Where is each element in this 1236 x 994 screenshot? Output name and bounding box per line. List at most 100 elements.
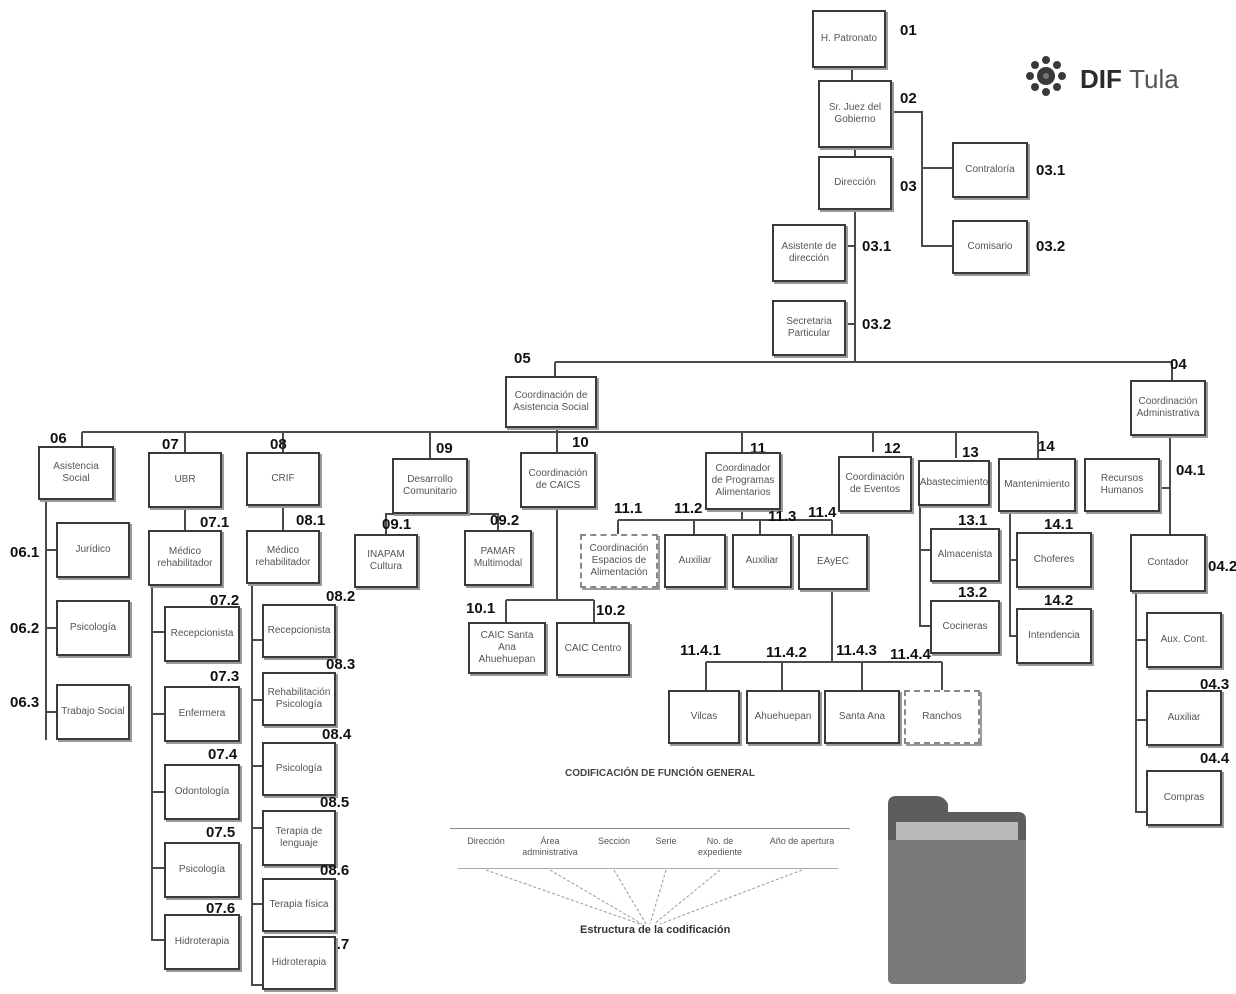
org-code-04-4: 04.4 — [1200, 750, 1230, 767]
org-node-14-2: Intendencia — [1016, 608, 1092, 664]
org-code-11-4-3: 11.4.3 — [836, 642, 877, 659]
org-node-11-4: EAyEC — [798, 534, 868, 590]
org-node-11-2: Auxiliar — [664, 534, 726, 588]
legend-underline — [458, 868, 838, 869]
org-code-08: 08 — [270, 436, 287, 453]
org-code-06: 06 — [50, 430, 67, 447]
org-node-07-1: Médico rehabilitador — [148, 530, 222, 586]
legend-column-6: Año de apertura — [769, 836, 835, 846]
logo-name-bold: DIF — [1080, 64, 1122, 94]
org-node-03-1b: Asistente de dirección — [772, 224, 846, 282]
org-code-08-5: 08.5 — [320, 794, 350, 811]
org-node-10-1: CAIC Santa Ana Ahuehuepan — [468, 622, 546, 674]
org-node-05: Coordinación de Asistencia Social — [505, 376, 597, 428]
org-code-04-3: 04.3 — [1200, 676, 1230, 693]
org-code-14-1: 14.1 — [1044, 516, 1074, 533]
org-code-07-5: 07.5 — [206, 824, 236, 841]
org-node-07-3: Enfermera — [164, 686, 240, 742]
org-node-07: UBR — [148, 452, 222, 508]
logo-name: DIF Tula — [1080, 64, 1179, 95]
org-node-13-1: Almacenista — [930, 528, 1000, 582]
org-node-07-2: Recepcionista — [164, 606, 240, 662]
org-code-09: 09 — [436, 440, 453, 457]
org-code-08-3: 08.3 — [326, 656, 356, 673]
org-code-12: 12 — [884, 440, 901, 457]
org-code-14: 14 — [1038, 438, 1055, 455]
org-code-11-4-1: 11.4.1 — [680, 642, 721, 659]
org-node-10: Coordinación de CAICS — [520, 452, 596, 508]
org-code-06-3: 06.3 — [10, 694, 40, 711]
org-code-13: 13 — [962, 444, 979, 461]
org-node-08-6: Terapia física — [262, 878, 336, 932]
org-code-02: 02 — [900, 90, 917, 107]
org-code-04: 04 — [1170, 356, 1187, 373]
org-node-04: Coordinación Administrativa — [1130, 380, 1206, 436]
org-node-03-1: Contraloría — [952, 142, 1028, 198]
org-node-11-4-3: Santa Ana — [824, 690, 900, 744]
org-code-13-1: 13.1 — [958, 512, 988, 529]
org-code-08-4: 08.4 — [322, 726, 352, 743]
org-node-02: Sr. Juez del Gobierno — [818, 80, 892, 148]
org-code-04-1: 04.1 — [1176, 462, 1206, 479]
org-code-07-3: 07.3 — [210, 668, 240, 685]
org-node-14-1: Choferes — [1016, 532, 1092, 588]
legend-column-3: Sección — [597, 836, 631, 846]
org-code-11-4-2: 11.4.2 — [766, 644, 807, 661]
org-node-13-2: Cocineras — [930, 600, 1000, 654]
org-code-08-2: 08.2 — [326, 588, 356, 605]
org-node-08-3: Rehabilitación Psicología — [262, 672, 336, 726]
org-node-08-1: Médico rehabilitador — [246, 530, 320, 584]
dif-tula-logo: DIF Tula — [1024, 48, 1179, 124]
logo-name-light: Tula — [1129, 64, 1179, 94]
org-code-01: 01 — [900, 22, 917, 39]
org-code-10-1: 10.1 — [466, 600, 496, 617]
org-code-07-1: 07.1 — [200, 514, 230, 531]
org-node-07-6: Hidroterapia — [164, 914, 240, 970]
org-code-11-3: 11.3 — [768, 508, 797, 525]
org-node-06-3: Trabajo Social — [56, 684, 130, 740]
coding-legend: Dirección Área administrativa Sección Se… — [450, 828, 850, 948]
legend-column-1: Dirección — [467, 836, 505, 846]
org-code-07-2: 07.2 — [210, 592, 240, 609]
org-node-08-2: Recepcionista — [262, 604, 336, 658]
org-code-09-1: 09.1 — [382, 516, 412, 533]
org-node-07-5: Psicología — [164, 842, 240, 898]
org-code-10-2: 10.2 — [596, 602, 626, 619]
org-code-10: 10 — [572, 434, 589, 451]
org-node-06-2: Psicología — [56, 600, 130, 656]
org-node-09-2: PAMAR Multimodal — [464, 530, 532, 586]
org-node-08-7: Hidroterapia — [262, 936, 336, 990]
org-node-04-3: Aux. Cont. — [1146, 612, 1222, 668]
org-node-06-1: Jurídico — [56, 522, 130, 578]
org-code-09-2: 09.2 — [490, 512, 520, 529]
org-node-04-1: Recursos Humanos — [1084, 458, 1160, 512]
org-node-07-4: Odontología — [164, 764, 240, 820]
org-code-11-2: 11.2 — [674, 500, 703, 517]
legend-column-4: Serie — [655, 836, 677, 846]
org-code-07-4: 07.4 — [208, 746, 238, 763]
org-node-11-4-2: Ahuehuepan — [746, 690, 820, 744]
org-node-09: Desarrollo Comunitario — [392, 458, 468, 514]
org-node-11-3: Auxiliar — [732, 534, 792, 588]
org-node-03-2: Comisario — [952, 220, 1028, 274]
org-node-03-2b: Secretaria Particular — [772, 300, 846, 356]
org-node-03: Dirección — [818, 156, 892, 210]
legend-column-5: No. de expediente — [697, 836, 743, 857]
org-code-08-6: 08.6 — [320, 862, 350, 879]
legend-divider — [450, 828, 850, 829]
org-code-11-1: 11.1 — [614, 500, 643, 517]
org-node-04-4: Compras — [1146, 770, 1222, 826]
org-node-14: Mantenimiento — [998, 458, 1076, 512]
org-code-07: 07 — [162, 436, 179, 453]
org-node-04-3b: Auxiliar — [1146, 690, 1222, 746]
org-code-14-2: 14.2 — [1044, 592, 1074, 609]
org-node-09-1: INAPAM Cultura — [354, 534, 418, 588]
org-code-08-1: 08.1 — [296, 512, 326, 529]
org-node-12: Coordinación de Eventos — [838, 456, 912, 512]
legend-column-2: Área administrativa — [522, 836, 578, 857]
org-code-11-4: 11.4 — [808, 504, 837, 521]
folder-icon — [888, 796, 1026, 984]
org-node-10-2: CAIC Centro — [556, 622, 630, 676]
org-code-04-2: 04.2 — [1208, 558, 1236, 575]
org-node-13: Abastecimiento — [918, 460, 990, 506]
